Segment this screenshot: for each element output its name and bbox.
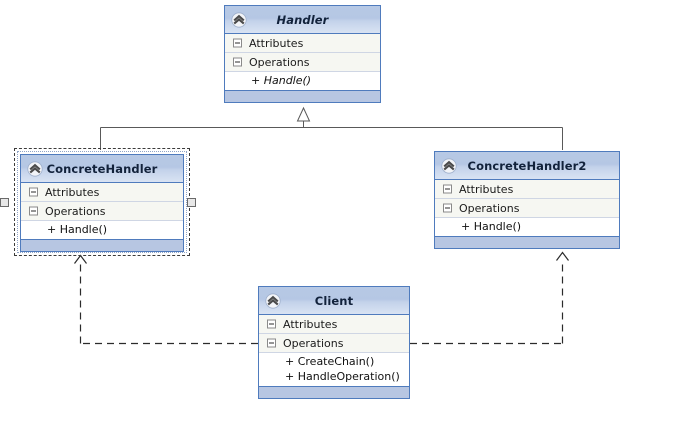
class-box-concretehandler2[interactable]: ConcreteHandler2 Attributes Operations +… [434,151,620,249]
resize-handle-left[interactable] [0,198,9,207]
section-operations-concretehandler[interactable]: Operations [21,202,183,221]
member-list-handler: + Handle() [225,72,380,90]
dependency-arrowhead [556,251,569,261]
class-body-client: Attributes Operations + CreateChain() + … [259,315,409,386]
section-attributes-client[interactable]: Attributes [259,315,409,334]
class-chevron-icon [27,160,43,177]
generalization-arrowhead [296,106,311,122]
collapse-toggle-icon[interactable] [233,38,242,48]
section-operations-concretehandler2[interactable]: Operations [435,199,619,218]
collapse-toggle-icon[interactable] [29,187,38,197]
class-name-handler: Handler [276,12,329,27]
member-item[interactable]: + Handle() [251,74,312,87]
section-label: Operations [249,55,310,69]
member-list-concretehandler: + Handle() [21,221,183,239]
class-header-concretehandler[interactable]: ConcreteHandler [21,155,183,183]
class-header-handler[interactable]: Handler [225,6,380,34]
member-list-concretehandler2: + Handle() [435,218,619,236]
section-label: Attributes [459,182,514,196]
section-attributes-handler[interactable]: Attributes [225,34,380,53]
section-label: Attributes [249,36,304,50]
class-header-client[interactable]: Client [259,287,409,315]
class-box-concretehandler[interactable]: ConcreteHandler Attributes Operations + … [20,154,184,252]
class-footer-client [259,386,409,398]
dependency-arrowhead [74,254,87,264]
class-header-concretehandler2[interactable]: ConcreteHandler2 [435,152,619,180]
collapse-toggle-icon[interactable] [267,338,276,348]
member-item[interactable]: + HandleOperation() [285,370,400,383]
class-name-concretehandler: ConcreteHandler [46,161,158,176]
section-label: Operations [45,204,106,218]
member-list-client: + CreateChain() + HandleOperation() [259,353,409,386]
section-operations-handler[interactable]: Operations [225,53,380,72]
section-label: Attributes [45,185,100,199]
section-label: Operations [459,201,520,215]
class-name-client: Client [314,293,354,308]
section-label: Attributes [283,317,338,331]
class-chevron-icon [231,11,247,28]
member-item[interactable]: + Handle() [461,220,522,233]
class-body-concretehandler2: Attributes Operations + Handle() [435,180,619,236]
class-name-concretehandler2: ConcreteHandler2 [467,158,587,173]
class-chevron-icon [265,292,281,309]
dependency-client-to-concretehandler2 [410,251,569,345]
dependency-client-to-concretehandler [74,254,258,345]
collapse-toggle-icon[interactable] [443,203,452,213]
section-attributes-concretehandler2[interactable]: Attributes [435,180,619,199]
class-footer-handler [225,90,380,102]
class-body-concretehandler: Attributes Operations + Handle() [21,183,183,239]
generalization-handler-tree [100,106,563,150]
section-attributes-concretehandler[interactable]: Attributes [21,183,183,202]
class-footer-concretehandler [21,239,183,251]
collapse-toggle-icon[interactable] [443,184,452,194]
member-item[interactable]: + CreateChain() [285,355,375,368]
collapse-toggle-icon[interactable] [267,319,276,329]
class-box-client[interactable]: Client Attributes Operations + CreateCha… [258,286,410,399]
collapse-toggle-icon[interactable] [29,206,38,216]
class-footer-concretehandler2 [435,236,619,248]
resize-handle-right[interactable] [187,198,196,207]
class-chevron-icon [441,157,457,174]
collapse-toggle-icon[interactable] [233,57,242,67]
section-label: Operations [283,336,344,350]
section-operations-client[interactable]: Operations [259,334,409,353]
class-body-handler: Attributes Operations + Handle() [225,34,380,90]
member-item[interactable]: + Handle() [47,223,108,236]
class-box-handler[interactable]: Handler Attributes Operations + Handle() [224,5,381,103]
